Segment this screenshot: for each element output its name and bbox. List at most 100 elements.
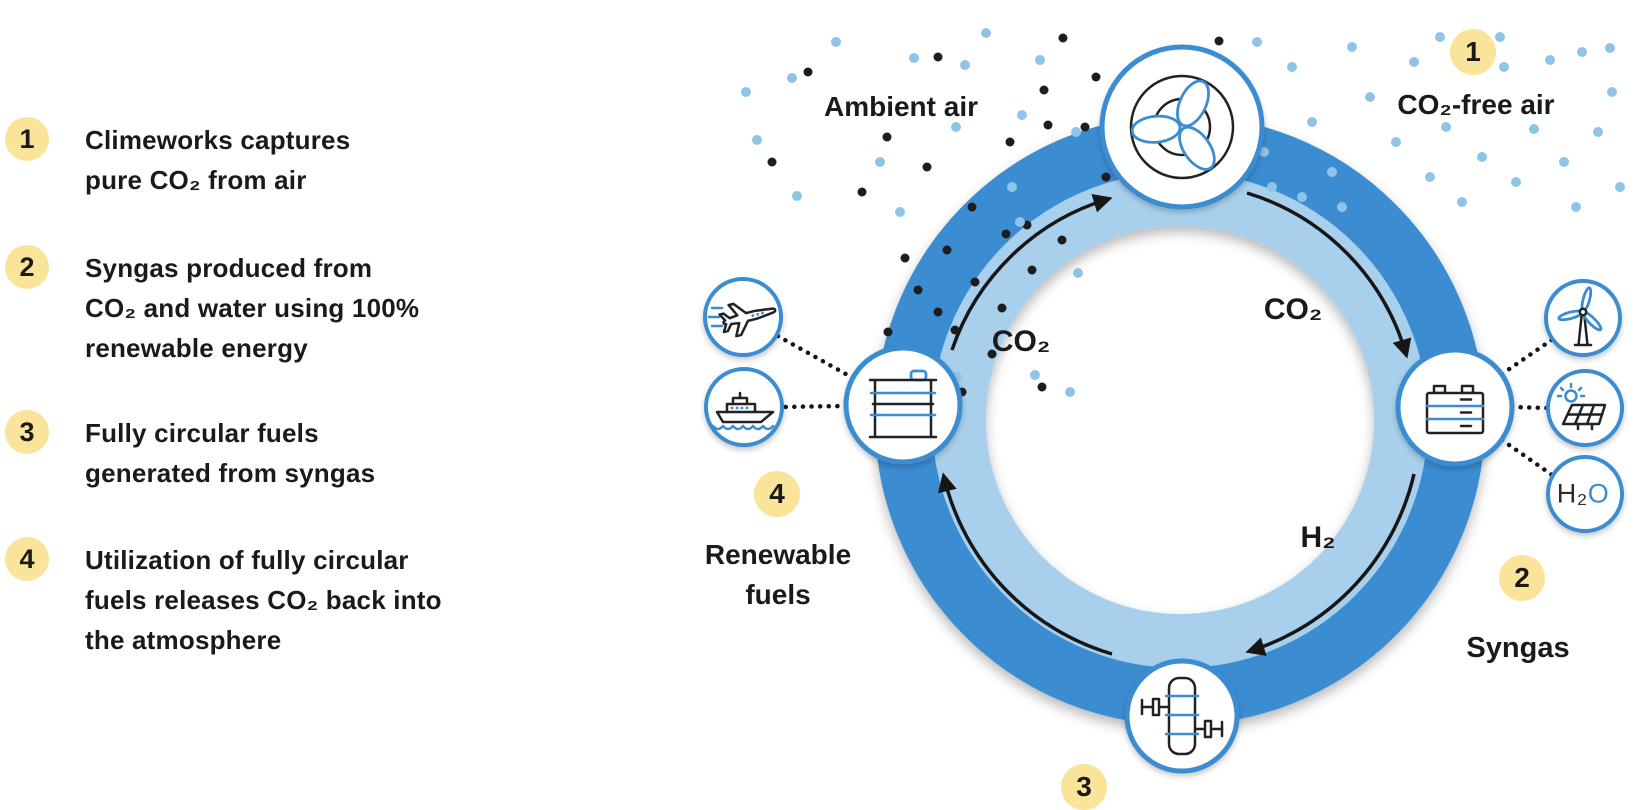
air-dot xyxy=(1435,32,1445,42)
solar-panel-satellite xyxy=(1546,369,1624,447)
air-dot xyxy=(1409,57,1419,67)
ship-satellite xyxy=(704,367,784,447)
air-dot xyxy=(1073,268,1083,278)
air-dot xyxy=(741,87,751,97)
connector-battery-turbine xyxy=(1499,336,1556,377)
co2-captured-label: CO₂ xyxy=(991,325,1051,358)
air-dot xyxy=(981,28,991,38)
air-dot xyxy=(1577,47,1587,57)
diagram-badge-1: 1 xyxy=(1450,29,1496,75)
air-dot xyxy=(831,37,841,47)
electrolyzer-icon xyxy=(1425,384,1485,435)
air-dot xyxy=(1605,43,1615,53)
ship-icon xyxy=(711,391,775,431)
air-dot xyxy=(1030,370,1040,380)
diagram-badge-4: 4 xyxy=(754,471,800,517)
air-dot xyxy=(1287,62,1297,72)
air-dot xyxy=(1307,117,1317,127)
arrow-fuels-to-capture xyxy=(950,193,1113,351)
syngas-label: Syngas xyxy=(1466,632,1570,664)
fuel-barrel-icon xyxy=(868,369,938,439)
syngas-node xyxy=(1395,347,1515,467)
air-dot xyxy=(752,135,762,145)
air-dot xyxy=(960,60,970,70)
air-dot xyxy=(1571,202,1581,212)
arrow-reactor-to-barrel xyxy=(937,472,1113,656)
air-dot xyxy=(1035,55,1045,65)
air-dot xyxy=(1615,182,1625,192)
step-number-badge: 3 xyxy=(5,410,49,454)
node-circle xyxy=(1099,44,1265,210)
air-dot xyxy=(792,191,802,201)
plane-icon xyxy=(707,302,777,338)
flow-arrows xyxy=(937,191,1416,656)
ring-inner-band xyxy=(932,172,1428,668)
air-dot xyxy=(1545,55,1555,65)
air-dot xyxy=(1017,110,1027,120)
cycle-ring xyxy=(875,115,1485,725)
air-dot xyxy=(951,122,961,132)
air-dot xyxy=(767,157,777,167)
air-dot xyxy=(1001,229,1011,239)
air-dot xyxy=(1071,127,1081,137)
air-dot xyxy=(1214,36,1224,46)
wind-turbine-icon xyxy=(1557,286,1603,347)
step-number-badge: 4 xyxy=(5,537,49,581)
h2-label: H₂ xyxy=(1300,521,1336,554)
step-text: Utilization of fully circular fuels rele… xyxy=(85,545,442,655)
air-dot xyxy=(1297,192,1307,202)
renewable-fuels-node xyxy=(843,345,963,465)
air-dot xyxy=(1337,202,1347,212)
air-dot xyxy=(970,277,980,287)
capture-node xyxy=(1099,44,1265,210)
air-dot xyxy=(1499,62,1509,72)
air-dot xyxy=(787,73,797,83)
air-dot xyxy=(1347,42,1357,52)
co2-to-syngas-label: CO₂ xyxy=(1263,293,1323,326)
air-dot xyxy=(895,207,905,217)
air-dot xyxy=(1065,387,1075,397)
air-dot xyxy=(803,67,813,77)
ambient-air-label: Ambient air xyxy=(823,91,979,122)
air-dot xyxy=(875,157,885,167)
air-dot xyxy=(1327,167,1337,177)
air-dot xyxy=(1027,265,1037,275)
air-dot xyxy=(1559,157,1569,167)
connectors xyxy=(773,332,1558,480)
step-text: Fully circular fuels generated from syng… xyxy=(85,418,376,488)
air-dot xyxy=(1252,37,1262,47)
air-dot xyxy=(1037,382,1047,392)
diagram-badge-2: 2 xyxy=(1499,555,1545,601)
air-dot xyxy=(857,187,867,197)
air-dot xyxy=(1043,120,1053,130)
air-dot xyxy=(922,162,932,172)
fuel-reactor-node xyxy=(1124,658,1240,774)
ring-outer-band xyxy=(875,115,1485,725)
air-dot xyxy=(1015,217,1025,227)
air-dot xyxy=(883,327,893,337)
renewable-fuels-label: Renewable fuels xyxy=(704,539,852,610)
connector-battery-h2o xyxy=(1499,437,1558,480)
wind-turbine-satellite xyxy=(1544,279,1622,357)
step-number-badge: 1 xyxy=(5,117,49,161)
air-dot xyxy=(1267,182,1277,192)
diagram-badge-3: 3 xyxy=(1061,764,1107,810)
air-dot xyxy=(1425,172,1435,182)
arrow-syngas-to-fuels xyxy=(1245,473,1416,656)
co2-free-air-label: CO₂-free air xyxy=(1397,89,1555,120)
h2o-icon xyxy=(1546,455,1624,533)
air-dot xyxy=(1607,87,1617,97)
legend-step-1: 1 Climeworks captures pure CO₂ from air xyxy=(5,117,350,200)
air-dot xyxy=(1457,197,1467,207)
air-dot xyxy=(1593,127,1603,137)
satellite-circle xyxy=(704,367,784,447)
plane-satellite xyxy=(703,277,783,357)
step-number-badge: 2 xyxy=(5,245,49,289)
air-dot xyxy=(933,307,943,317)
air-dot xyxy=(1529,124,1539,134)
air-dot xyxy=(987,349,997,359)
step-text: Syngas produced from CO₂ and water using… xyxy=(85,253,420,363)
air-dot xyxy=(1365,92,1375,102)
air-dot xyxy=(900,253,910,263)
